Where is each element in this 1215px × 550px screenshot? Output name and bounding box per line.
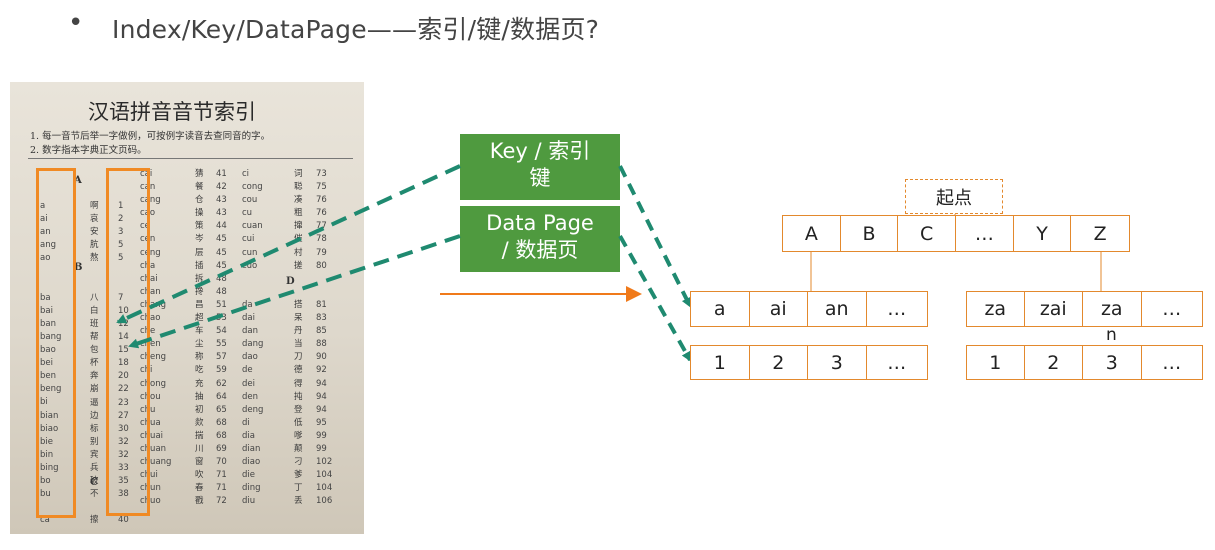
datapage-to-tree-connector bbox=[618, 235, 692, 362]
left-key-node: a ai an … bbox=[690, 291, 928, 327]
right-key-cell: za bbox=[967, 292, 1025, 326]
right-page-cell: 1 bbox=[967, 346, 1025, 379]
left-page-cell: 1 bbox=[691, 346, 750, 379]
root-cell: A bbox=[783, 216, 841, 251]
photo-title: 汉语拼音音节索引 bbox=[88, 100, 256, 124]
right-key-cell: zai bbox=[1025, 292, 1084, 326]
data-label-line2: / 数据页 bbox=[501, 238, 579, 262]
left-key-cell: ai bbox=[750, 292, 808, 326]
root-node: A B C … Y Z bbox=[782, 215, 1130, 252]
left-page-cell: 2 bbox=[750, 346, 808, 379]
left-page-cell: 3 bbox=[808, 346, 867, 379]
section-letter-a: A bbox=[74, 175, 82, 186]
right-data-page-node: 1 2 3 … bbox=[966, 345, 1203, 380]
root-cell: … bbox=[956, 216, 1014, 251]
left-key-cell: a bbox=[691, 292, 750, 326]
left-key-cell: an bbox=[808, 292, 867, 326]
data-page-label: Data Page / 数据页 bbox=[460, 206, 620, 272]
root-cell: C bbox=[898, 216, 957, 251]
key-to-photo-connector bbox=[116, 164, 461, 324]
right-page-cell: … bbox=[1162, 351, 1182, 374]
page-column-3: 73 75 76 76 77 78 79 80 81 83 85 88 90 9… bbox=[316, 169, 333, 507]
key-label-line2: 键 bbox=[529, 166, 551, 190]
left-data-page-node: 1 2 3 … bbox=[690, 345, 928, 380]
root-cell: B bbox=[841, 216, 899, 251]
left-page-cell: … bbox=[887, 351, 907, 374]
right-page-cell: 2 bbox=[1025, 346, 1084, 379]
section-letter-c: C bbox=[90, 477, 98, 488]
pinyin-column-3: ci cong cou cu cuan cui cun cuo da dai d… bbox=[242, 169, 264, 507]
photo-note-2: 2. 数字指本字典正文页码。 bbox=[30, 145, 147, 156]
right-key-cell: za bbox=[1083, 292, 1142, 326]
pinyin-column-1: a ai an ang ao ba bai ban bang bao bei b… bbox=[40, 201, 62, 526]
right-key-overflow-text: n bbox=[1106, 325, 1117, 345]
left-key-cell: … bbox=[887, 298, 907, 320]
root-cell: Z bbox=[1093, 222, 1107, 245]
page-column-1: 1 2 3 5 5 7 10 12 14 15 18 20 22 23 27 3… bbox=[118, 201, 129, 526]
char-column-2: 猜 餐 仓 操 策 岑 层 插 拆 搀 昌 超 车 尘 称 吃 充 抽 初 欻 … bbox=[195, 169, 204, 507]
key-label-line1: Key / 索引 bbox=[489, 139, 591, 163]
datapage-to-photo-connector bbox=[128, 234, 461, 349]
section-letter-b: B bbox=[74, 262, 83, 273]
key-index-label: Key / 索引 键 bbox=[460, 134, 620, 200]
char-column-1: 啊 哀 安 肮 熬 八 白 班 帮 包 杯 奔 崩 逼 边 标 别 宾 兵 玻 … bbox=[90, 201, 99, 526]
bullet: • bbox=[68, 8, 84, 38]
char-column-3: 词 聪 凑 粗 撺 催 村 搓 搭 呆 丹 当 刀 德 得 扽 登 低 嗲 颠 … bbox=[294, 169, 303, 507]
right-key-cell: … bbox=[1162, 298, 1182, 320]
start-node: 起点 bbox=[905, 179, 1003, 214]
slide-title: Index/Key/DataPage——索引/键/数据页? bbox=[112, 15, 600, 44]
section-letter-d: D bbox=[286, 276, 295, 287]
root-cell: Y bbox=[1014, 216, 1072, 251]
key-to-tree-connector bbox=[618, 165, 692, 308]
data-label-line1: Data Page bbox=[486, 211, 594, 235]
right-key-node: za zai za … bbox=[966, 291, 1203, 327]
key-column-highlight bbox=[36, 168, 76, 518]
photo-note-1: 1. 每一音节后举一字做例，可按例字读音去查同音的字。 bbox=[30, 131, 271, 142]
dictionary-index-photo: 汉语拼音音节索引 1. 每一音节后举一字做例，可按例字读音去查同音的字。 2. … bbox=[10, 82, 364, 534]
page-column-highlight bbox=[106, 168, 150, 516]
page-column-2: 41 42 43 43 44 45 45 45 48 48 51 53 54 5… bbox=[216, 169, 227, 507]
right-page-cell: 3 bbox=[1083, 346, 1142, 379]
photo-divider bbox=[28, 158, 353, 159]
